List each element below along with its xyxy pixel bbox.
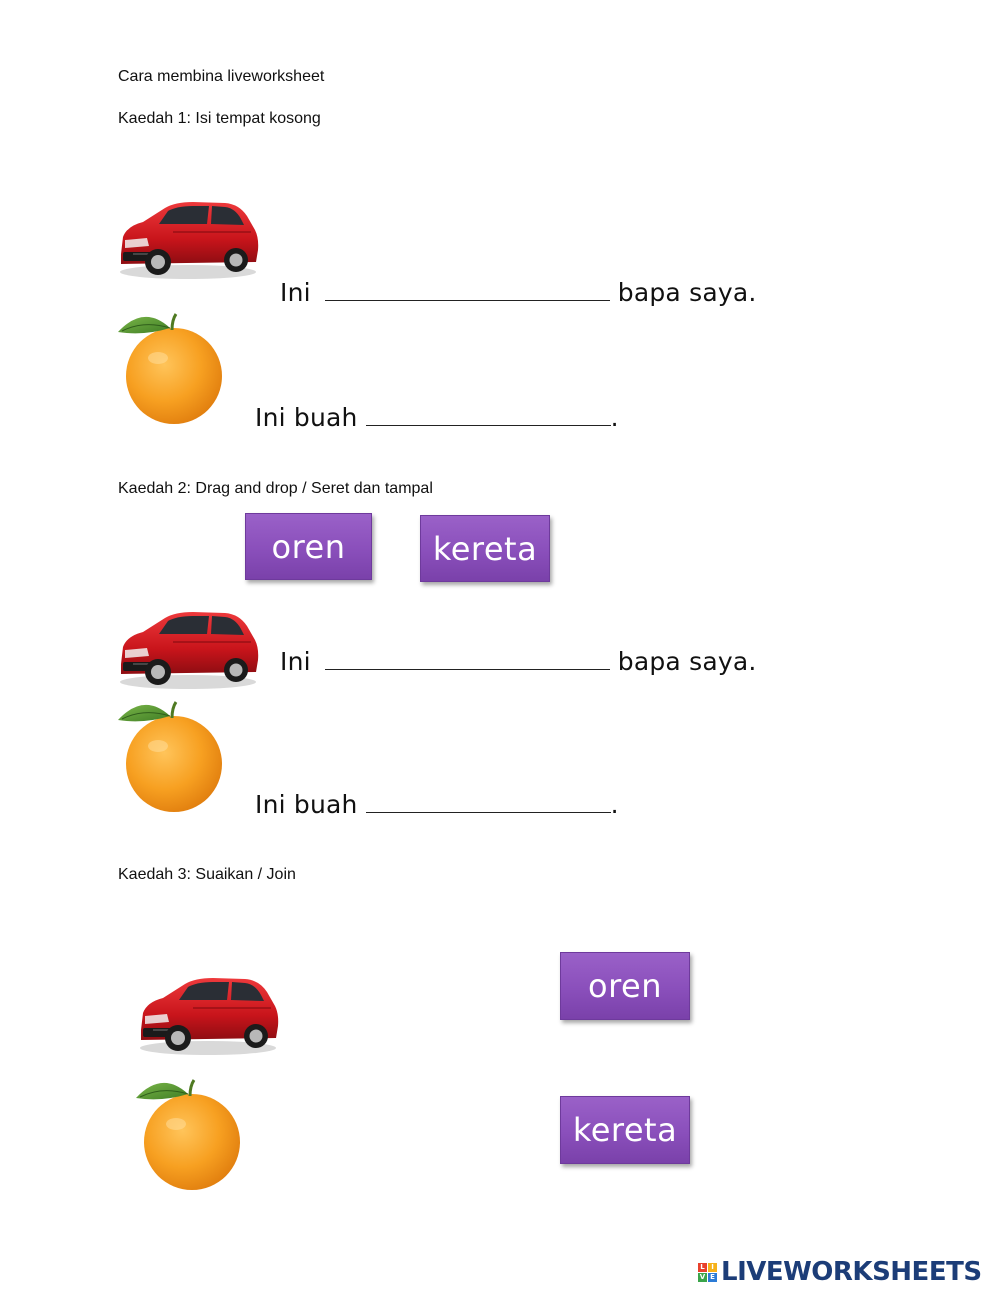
method2-heading: Kaedah 2: Drag and drop / Seret dan tamp… (118, 480, 433, 497)
car-sentence-prefix: Ini (280, 278, 311, 307)
join-card-oren[interactable]: oren (560, 952, 690, 1020)
blank-field-fruit-1[interactable] (365, 401, 611, 426)
car-sentence-suffix: bapa saya. (617, 647, 757, 676)
fruit-sentence-prefix: Ini buah (255, 403, 358, 432)
car-sentence-suffix: bapa saya. (617, 278, 757, 307)
orange-image (114, 694, 234, 814)
fruit-sentence-suffix: . (610, 790, 619, 819)
draggable-card-kereta[interactable]: kereta (420, 515, 550, 582)
fruit-sentence-prefix: Ini buah (255, 790, 358, 819)
blank-field-car-1[interactable] (324, 276, 610, 301)
drop-zone-car[interactable] (324, 645, 610, 670)
worksheet-title: Cara membina liveworksheet (118, 68, 325, 85)
fruit-sentence-1: Ini buah. (255, 401, 619, 432)
car-sentence-1: Ini bapa saya. (280, 276, 757, 307)
car-image[interactable] (132, 958, 284, 1058)
car-image (112, 592, 264, 692)
car-image (112, 182, 264, 282)
fruit-sentence-suffix: . (610, 403, 619, 432)
orange-image (114, 306, 234, 426)
drop-zone-fruit[interactable] (365, 788, 611, 813)
join-card-kereta[interactable]: kereta (560, 1096, 690, 1164)
orange-image[interactable] (132, 1072, 252, 1192)
fruit-sentence-2: Ini buah. (255, 788, 619, 819)
draggable-card-oren[interactable]: oren (245, 513, 372, 580)
car-sentence-2: Ini bapa saya. (280, 645, 757, 676)
car-sentence-prefix: Ini (280, 647, 311, 676)
method1-heading: Kaedah 1: Isi tempat kosong (118, 110, 321, 127)
logo-mark-icon: L I V E (698, 1262, 717, 1282)
method3-heading: Kaedah 3: Suaikan / Join (118, 866, 296, 883)
liveworksheets-logo[interactable]: L I V E LIVEWORKSHEETS (698, 1257, 982, 1287)
logo-text: LIVEWORKSHEETS (721, 1257, 982, 1287)
